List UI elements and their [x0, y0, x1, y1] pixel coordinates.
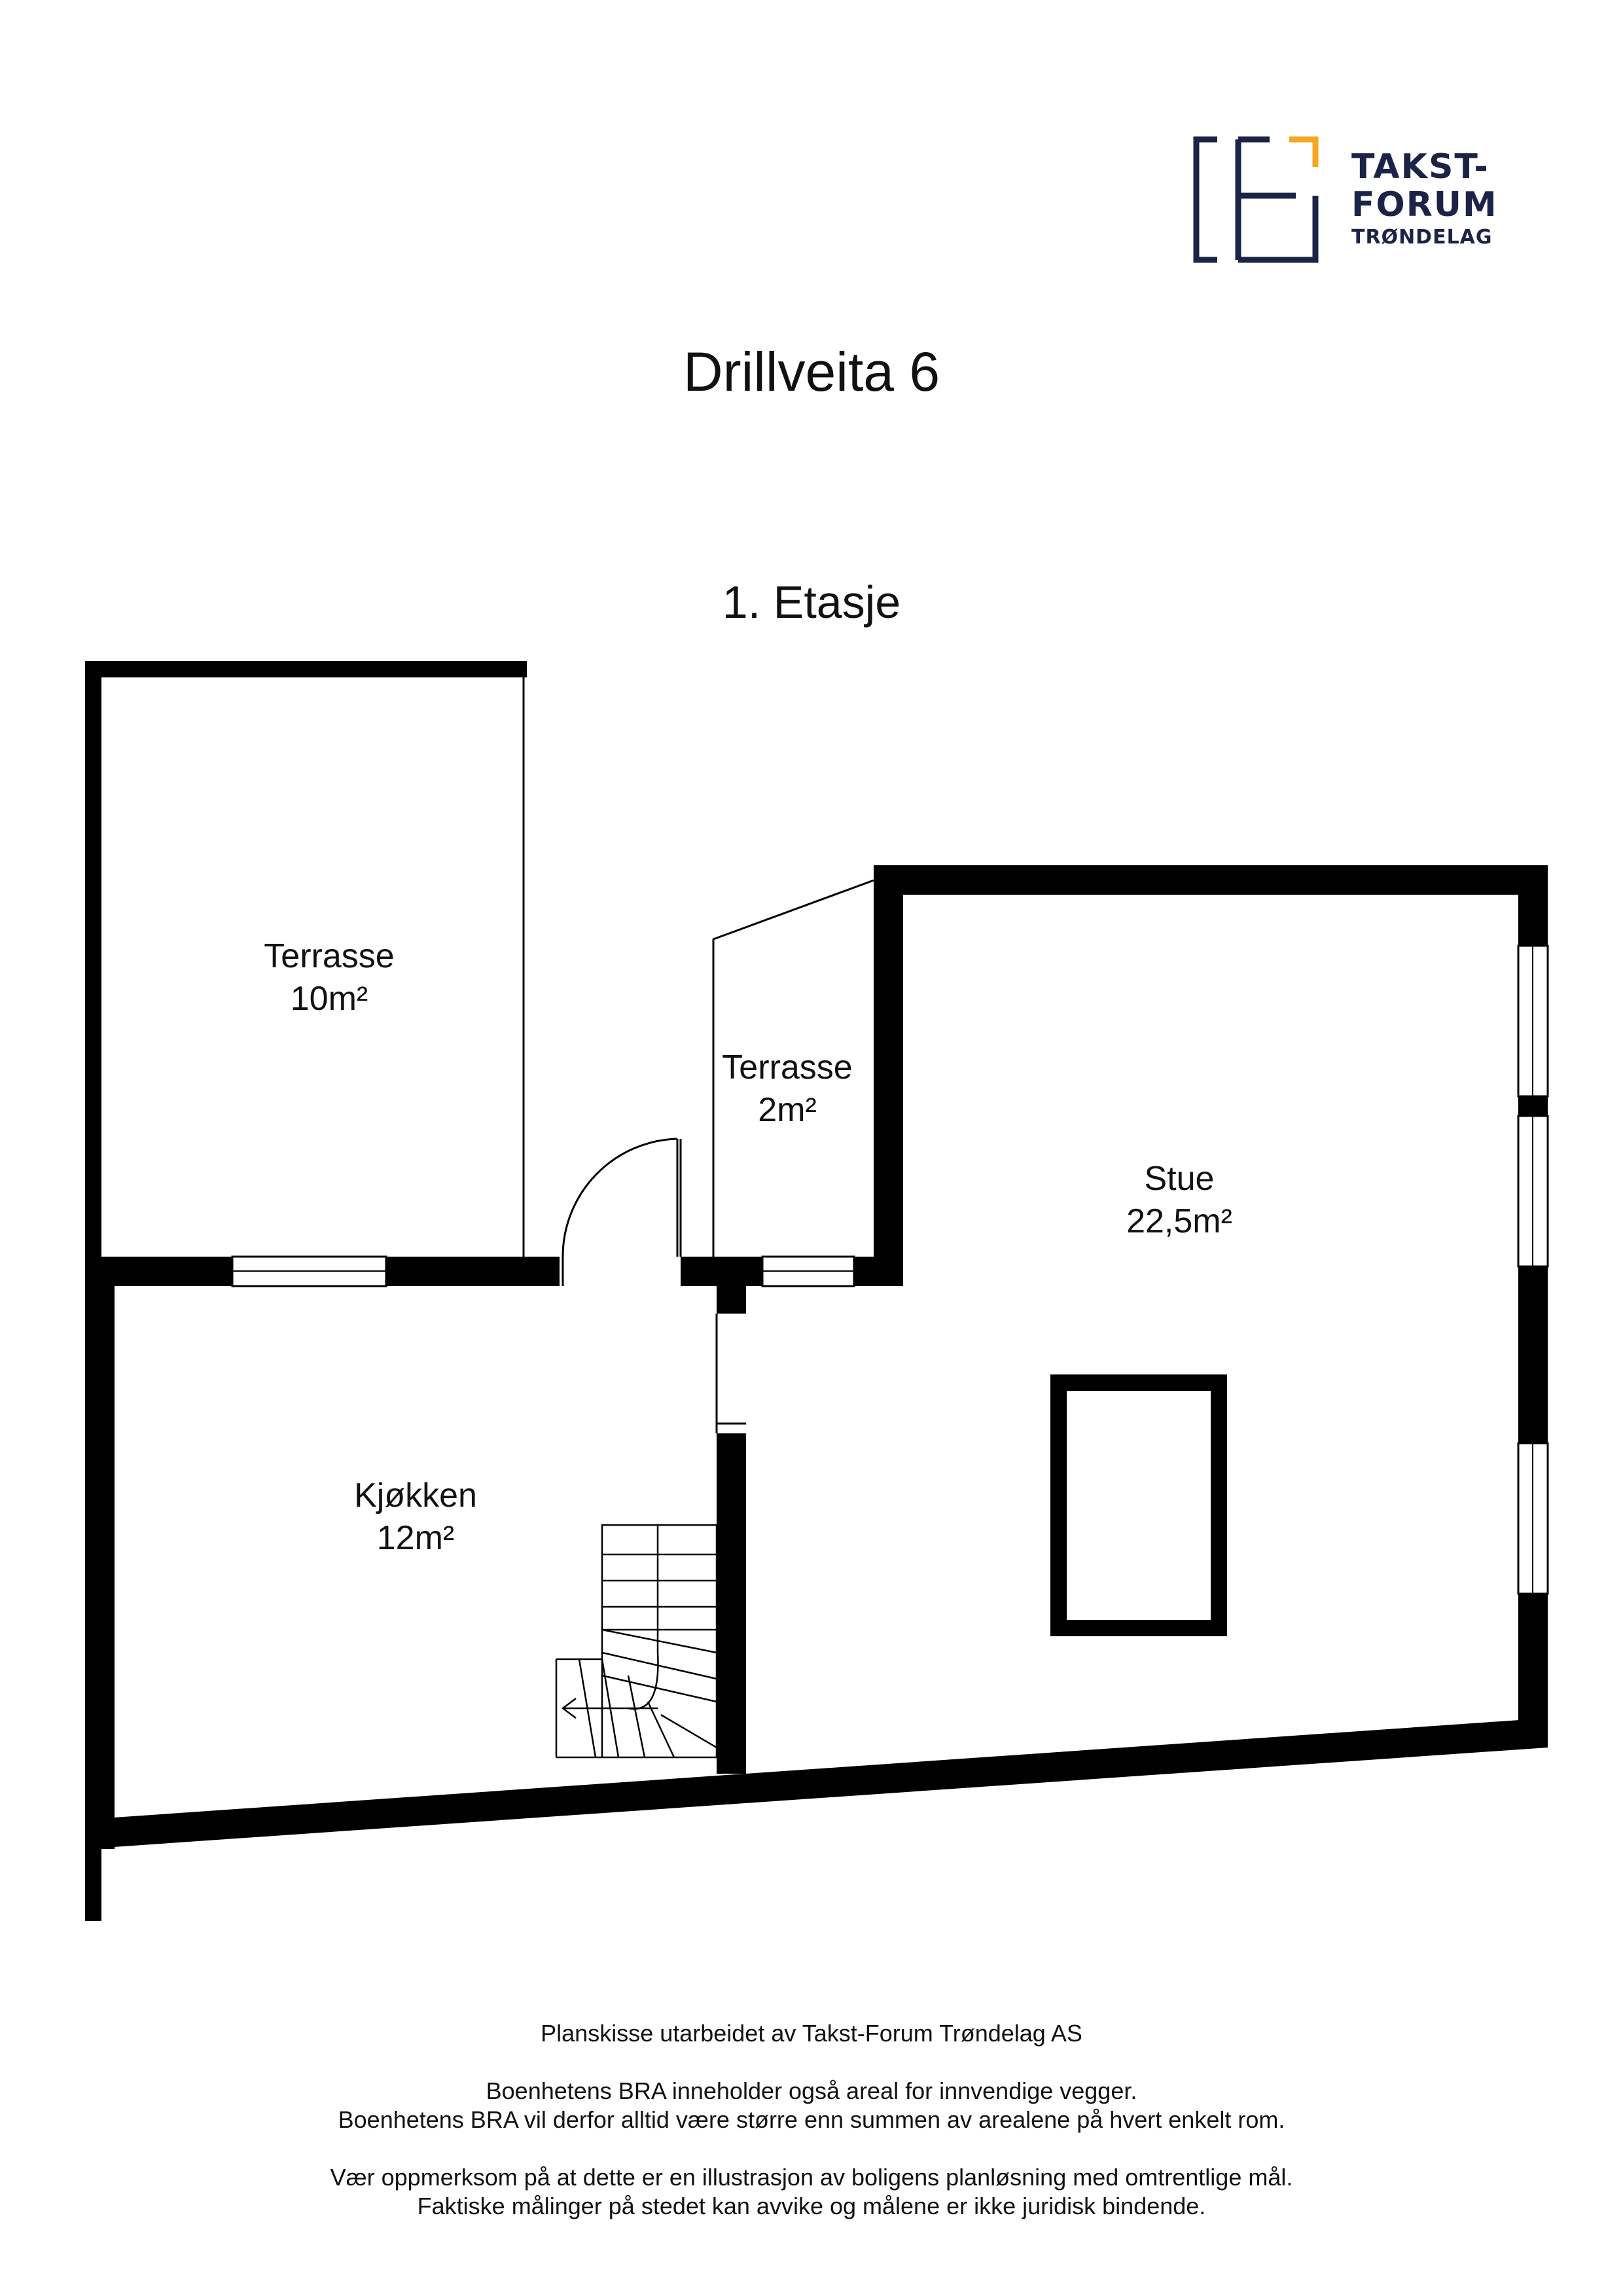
page-title: Drillveita 6 [683, 341, 940, 403]
staircase [555, 1524, 718, 1759]
room-name-stue: Stue [1145, 1160, 1215, 1198]
kitchen-stue-wall [717, 1433, 746, 1774]
footer-credit: Planskisse utarbeidet av Takst-Forum Trø… [541, 2020, 1082, 2047]
room-area-stue: 22,5m² [1126, 1202, 1232, 1240]
room-area-terrasse-2: 2m² [758, 1091, 817, 1129]
footer-disclaimer-1: Vær oppmerksom på at dette er en illustr… [330, 2164, 1293, 2191]
takst-forum-logo-icon [1193, 136, 1319, 263]
door-swing [562, 1138, 678, 1257]
floor-label: 1. Etasje [722, 577, 901, 628]
west-wall-lower [85, 1257, 115, 1849]
footer-notes: Planskisse utarbeidet av Takst-Forum Trø… [0, 2019, 1623, 2221]
stue-west-wall-upper [874, 865, 903, 1286]
stue-corner [854, 1257, 903, 1286]
terrace2-edge [712, 879, 874, 1257]
footer-disclaimer-2: Faktiske målinger på stedet kan avvike o… [417, 2193, 1206, 2219]
room-area-kjokken: 12m² [377, 1519, 454, 1557]
room-area-terrasse-10: 10m² [291, 980, 368, 1018]
logo-text-line3: TRØNDELAG [1351, 226, 1493, 249]
stue-north-wall [874, 865, 1548, 895]
footer-bra-note-2: Boenhetens BRA vil derfor alltid være st… [338, 2106, 1285, 2133]
south-wall [85, 1718, 1548, 1849]
footer-bra-note-1: Boenhetens BRA inneholder også areal for… [486, 2077, 1137, 2104]
hall-north-wall [681, 1257, 772, 1286]
logo-text-line2: FORUM [1351, 185, 1498, 224]
logo-text-line1: TAKST- [1351, 147, 1489, 187]
room-name-kjokken: Kjøkken [354, 1477, 477, 1515]
terrace-wall-top [85, 661, 527, 677]
room-name-terrasse-10: Terrasse [264, 937, 394, 975]
room-name-terrasse-2: Terrasse [722, 1049, 852, 1086]
